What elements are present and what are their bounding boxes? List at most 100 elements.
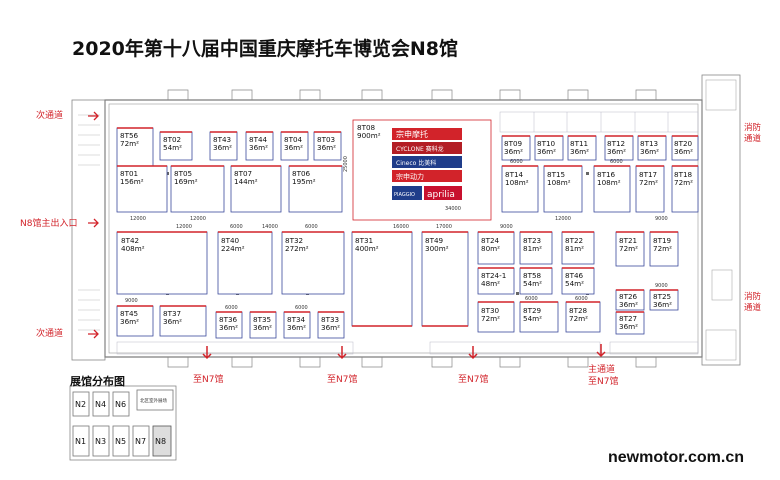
arrow-down-icon <box>596 344 606 358</box>
booth-id: 8T24-1 <box>481 271 506 280</box>
booth-id: 8T45 <box>120 309 138 318</box>
brand-aprilia: aprilia <box>427 190 455 200</box>
left-top-channel-label: 次通道 <box>36 109 63 121</box>
booth-id: 8T40 <box>221 236 240 245</box>
arrow-down-icon <box>468 346 478 360</box>
dim-label: 16000 <box>393 224 409 230</box>
booth-area: 36m² <box>570 147 589 156</box>
dim-label: 14000 <box>262 224 278 230</box>
booth-id: 8T16 <box>597 170 616 179</box>
booth-area: 36m² <box>653 300 672 309</box>
booth-area: 36m² <box>619 300 638 309</box>
booth-8T12 <box>604 135 634 161</box>
booth-area: 300m² <box>425 244 449 253</box>
left-main-entrance-label: N8馆主出入口 <box>20 217 77 229</box>
booth-area: 195m² <box>292 177 316 186</box>
exit-to-n7-label: 至N7馆 <box>458 373 488 385</box>
booth-id: 8T20 <box>674 139 693 148</box>
booth-area: 36m² <box>607 147 626 156</box>
booth-id: 8T29 <box>523 306 542 315</box>
booth-8T04 <box>280 131 309 161</box>
right-bottom-fire-label-2: 通道 <box>744 302 762 313</box>
booth-8T09 <box>501 135 531 161</box>
booth-area: 36m² <box>619 322 638 331</box>
booth-id: 8T12 <box>607 139 625 148</box>
booth-id: 8T17 <box>639 170 657 179</box>
booth-area: 54m² <box>163 143 182 152</box>
page-title: 2020年第十八届中国重庆摩托车博览会N8馆 <box>72 38 459 60</box>
booth-8T17 <box>635 165 665 213</box>
dim-label: 12000 <box>176 224 192 230</box>
booth-8T43 <box>209 131 238 161</box>
booth-8T49 <box>421 231 469 327</box>
booth-area: 224m² <box>221 244 245 253</box>
brand-cineco: Cineco 比美科 <box>396 159 436 167</box>
brand-piaggio: PIAGGIO <box>394 192 415 198</box>
distribution-title: 展馆分布图 <box>70 375 125 388</box>
booth-area: 408m² <box>121 244 145 253</box>
booth-area: 108m² <box>597 178 621 187</box>
brand-zongshen-power: 宗申动力 <box>396 172 424 181</box>
arrow-right-icon <box>88 111 99 121</box>
booth-area: 36m² <box>537 147 556 156</box>
booth-id: 8T31 <box>355 236 373 245</box>
booth-8T15 <box>543 165 583 213</box>
booth-id: 8T37 <box>163 309 181 318</box>
booth-id: 8T26 <box>619 292 638 301</box>
dim-label: 9000 <box>655 216 668 222</box>
booth-area: 108m² <box>505 178 529 187</box>
booth-id: 8T07 <box>234 169 252 178</box>
booth-area: 108m² <box>547 178 571 187</box>
booth-id: 8T05 <box>174 169 192 178</box>
dim-label: 6000 <box>305 224 318 230</box>
booth-area: 36m² <box>219 323 238 332</box>
booth-id: 8T09 <box>504 139 523 148</box>
booth-area: 36m² <box>287 323 306 332</box>
booth-area: 81m² <box>523 244 542 253</box>
booth-id: 8T58 <box>523 271 542 280</box>
booth-id: 8T46 <box>565 271 584 280</box>
booth-8T58 <box>519 267 553 295</box>
booth-area: 36m² <box>284 143 303 152</box>
booth-id: 8T03 <box>317 135 335 144</box>
booth-area: 72m² <box>481 314 500 323</box>
booth-id: 8T10 <box>537 139 556 148</box>
booth-id: 8T19 <box>653 236 672 245</box>
booth-area: 36m² <box>640 147 659 156</box>
dim-label: 17000 <box>436 224 452 230</box>
hall-label: N5 <box>115 437 126 446</box>
booth-id: 8T36 <box>219 315 238 324</box>
booth-8T01 <box>116 165 168 213</box>
booth-id: 8T35 <box>253 315 271 324</box>
booth-id: 8T08 <box>357 123 376 132</box>
booth-id: 8T28 <box>569 306 588 315</box>
arrow-right-icon <box>88 329 99 339</box>
booth-area: 400m² <box>355 244 379 253</box>
booth-id: 8T04 <box>284 135 303 144</box>
booth-area: 72m² <box>120 139 139 148</box>
right-side: 消防 通道 消防 通道 <box>744 122 762 313</box>
booth-id: 8T11 <box>570 139 588 148</box>
arrow-right-icon <box>88 218 99 228</box>
dim-label: 34000 <box>445 206 461 212</box>
booth-area: 900m² <box>357 131 381 140</box>
booth-id: 8T15 <box>547 170 565 179</box>
booth-area: 36m² <box>213 143 232 152</box>
booth-8T30 <box>477 301 515 333</box>
booth-id: 8T27 <box>619 314 637 323</box>
dim-label: 6000 <box>610 159 623 165</box>
dim-label: 6000 <box>295 305 308 311</box>
right-bottom-fire-label: 消防 <box>744 291 762 302</box>
dim-label: 25000 <box>343 156 349 172</box>
booth-8T28 <box>565 301 601 333</box>
booth-id: 8T14 <box>505 170 524 179</box>
left-bottom-channel-label: 次通道 <box>36 327 63 339</box>
booth-id: 8T02 <box>163 135 181 144</box>
booth-8T32 <box>281 231 345 295</box>
booth-id: 8T22 <box>565 236 583 245</box>
booth-area: 144m² <box>234 177 258 186</box>
booth-area: 72m² <box>569 314 588 323</box>
booth-area: 72m² <box>639 178 658 187</box>
dim-label: 6000 <box>510 159 523 165</box>
